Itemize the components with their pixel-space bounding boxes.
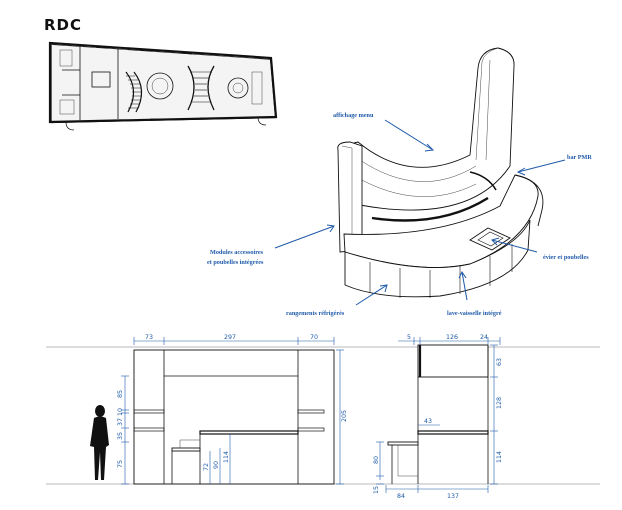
- dim-front-left-3: 37: [117, 418, 124, 426]
- dim-side-bottom-2: 137: [447, 493, 459, 500]
- dim-side-right-3: 114: [496, 451, 503, 463]
- dim-front-inner-3: 114: [223, 451, 230, 463]
- dim-side-left-2: 15: [373, 486, 380, 494]
- label-modules-line1: Modules accessoires: [210, 249, 264, 256]
- front-elevation: [133, 349, 335, 485]
- label-evier: évier et poubelles: [543, 254, 589, 261]
- dim-side-left-1: 80: [373, 456, 380, 464]
- label-bar-pmr: bar PMR: [567, 154, 592, 161]
- dim-front-top-1: 73: [145, 334, 153, 341]
- dim-side-right-1: 63: [496, 358, 503, 366]
- dim-side-top-1: 5: [407, 334, 411, 341]
- dim-front-left-1: 85: [117, 390, 124, 398]
- dim-front-top-2: 297: [224, 334, 236, 341]
- dim-front-inner-1: 72: [203, 463, 210, 471]
- dim-side-right-2: 128: [496, 397, 503, 409]
- human-silhouette-icon: [90, 405, 109, 480]
- counter-3d-view: [337, 47, 544, 298]
- dim-front-top-3: 70: [310, 334, 318, 341]
- dim-front-left-2: 10: [117, 408, 124, 416]
- dim-front-left-4: 35: [117, 432, 124, 440]
- label-modules-line2: et poubelles intégrées: [207, 259, 264, 266]
- label-rangements: rangements réfrigérés: [286, 310, 345, 317]
- dim-side-top-2: 126: [446, 334, 458, 341]
- side-dimensions: [376, 337, 501, 493]
- label-affichage-menu: affichage menu: [333, 112, 374, 119]
- side-elevation: [387, 344, 489, 484]
- level-title: RDC: [44, 16, 82, 34]
- dim-side-bottom-1: 84: [397, 493, 405, 500]
- dim-side-top-3: 24: [480, 334, 488, 341]
- label-lave-vaisselle: lave-vaisselle intégré: [447, 310, 502, 317]
- floor-plan: [48, 41, 278, 131]
- dim-side-inner: 43: [424, 418, 432, 425]
- annotation-arrows: [274, 119, 566, 306]
- dim-front-inner-2: 90: [213, 461, 220, 469]
- dim-front-left-5: 75: [117, 460, 124, 468]
- front-dimensions: [121, 337, 344, 485]
- dim-front-height: 205: [341, 410, 348, 422]
